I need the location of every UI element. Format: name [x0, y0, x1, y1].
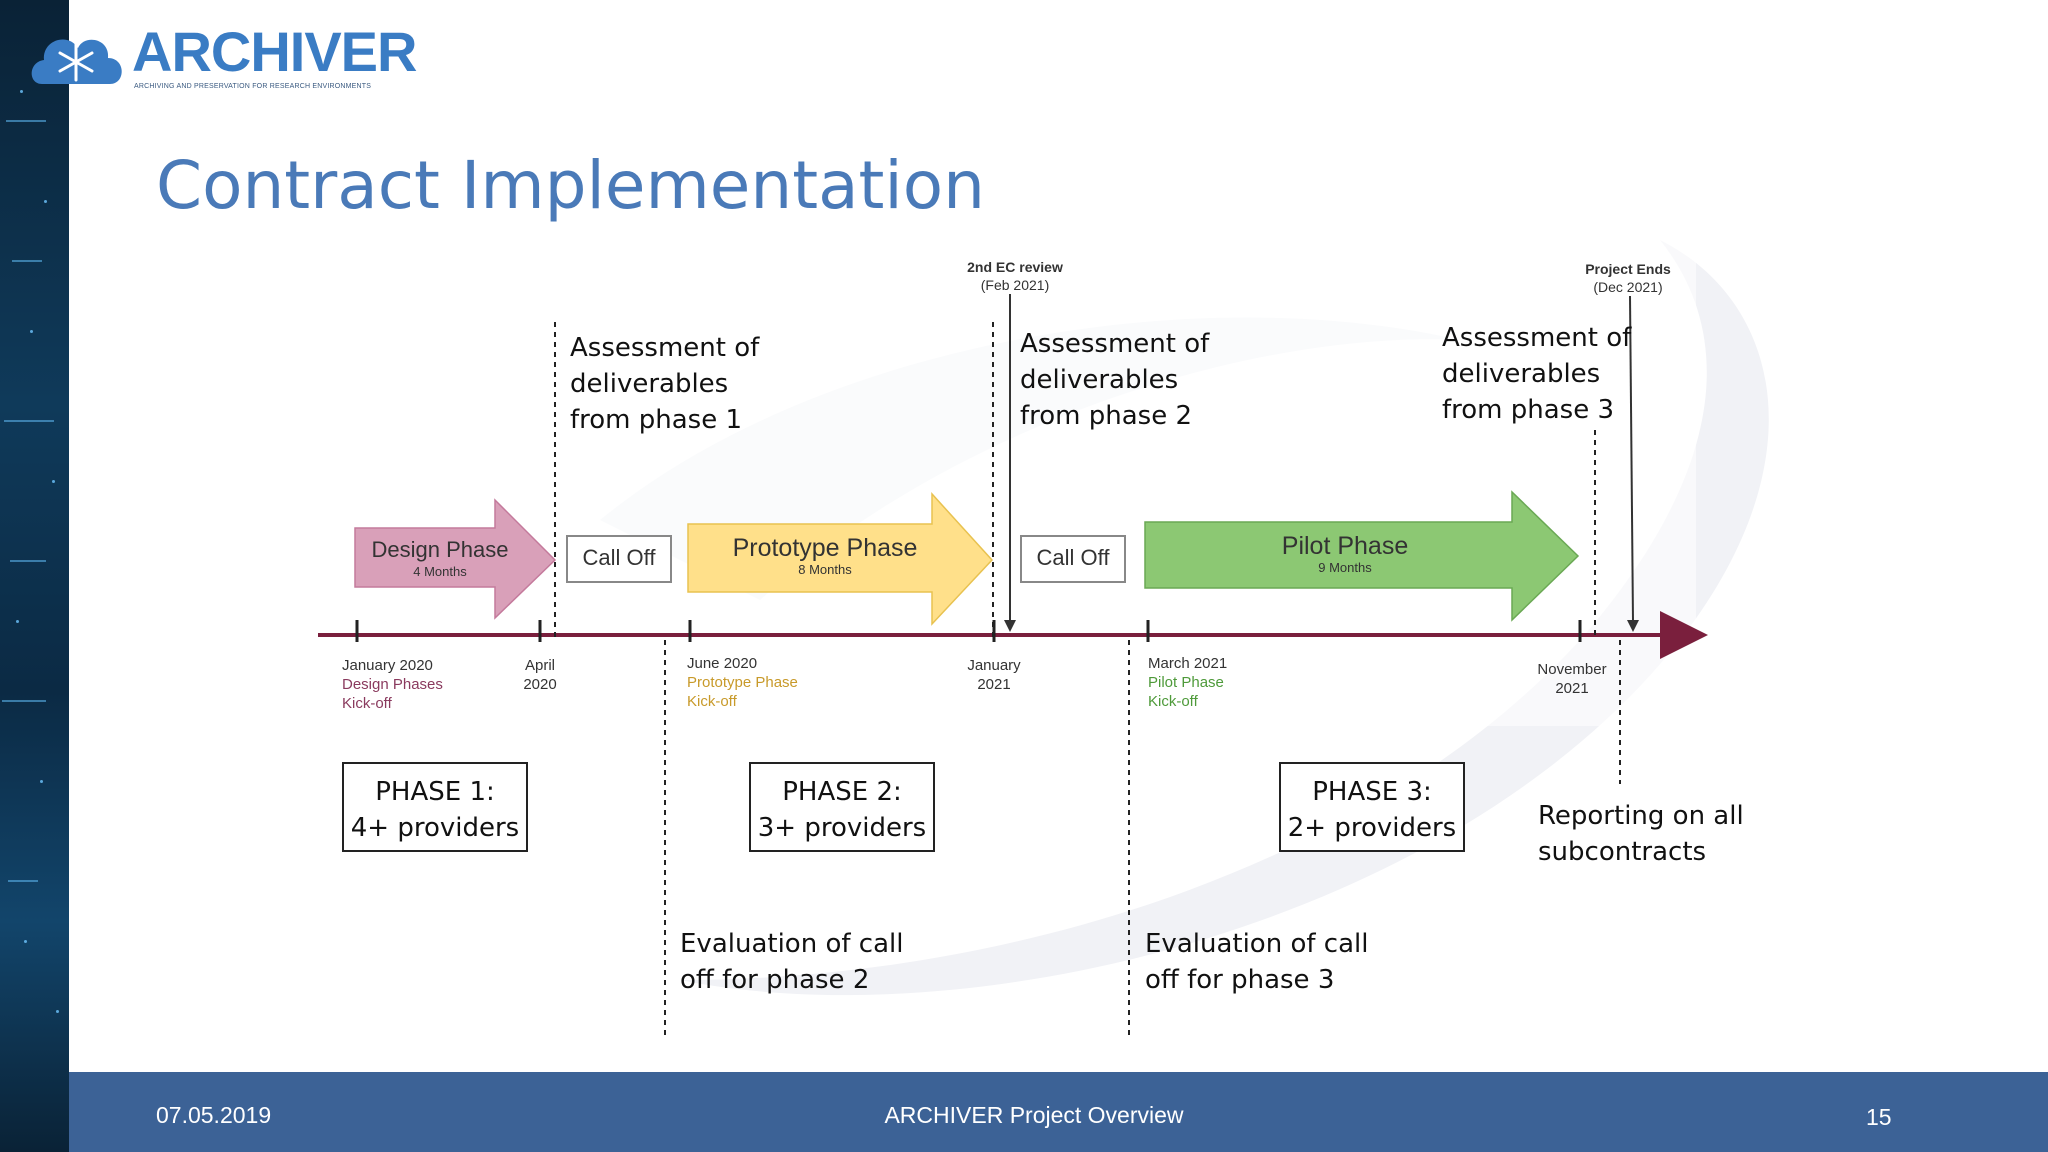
tick-label-nov-2021: November 2021 [1526, 660, 1618, 698]
assessment-note-phase-2: Assessment of deliverables from phase 2 [1020, 329, 1210, 431]
snowflake-cloud-icon [31, 39, 122, 84]
pilot-phase-label: Pilot Phase 9 Months [1145, 532, 1545, 575]
milestone-project-end-date: (Dec 2021) [1593, 279, 1663, 295]
evaluation-note-phase-3: Evaluation of call off for phase 3 [1145, 929, 1369, 995]
slide-title: Contract Implementation [156, 147, 985, 224]
tick-label-jun-2020-text: June 2020 Prototype Phase Kick-off [687, 655, 798, 710]
tick-label-jan-2021: January 2021 [956, 656, 1032, 694]
pilot-phase-duration: 9 Months [1318, 560, 1372, 575]
tick-label-apr-2020: April 2020 [512, 656, 568, 694]
footer-bar [69, 1072, 2048, 1152]
call-off-box-2: Call Off [1020, 535, 1126, 583]
phase-1-box: PHASE 1: 4+ providers [342, 762, 528, 852]
footer-date: 07.05.2019 [156, 1102, 272, 1128]
milestone-project-end-title: Project Ends [1585, 261, 1671, 277]
call-off-box-1: Call Off [566, 535, 672, 583]
logo-tagline: ARCHIVING AND PRESERVATION FOR RESEARCH … [134, 83, 372, 90]
assessment-note-phase-1: Assessment of deliverables from phase 1 [570, 333, 760, 435]
milestone-ec-review-date: (Feb 2021) [980, 277, 1050, 293]
prototype-phase-arrow [687, 492, 994, 626]
prototype-phase-label: Prototype Phase 8 Months [688, 534, 962, 577]
tick-label-apr-2020-text: April 2020 [523, 657, 557, 693]
evaluation-note-phase-2: Evaluation of call off for phase 2 [680, 929, 904, 995]
timeline-ticks [355, 620, 1582, 642]
design-phase-duration: 4 Months [413, 564, 467, 579]
page-number: 15 [1866, 1104, 1892, 1130]
tick-label-jan-2020-text: January 2020 Design Phases Kick-off [342, 657, 443, 712]
tick-label-jun-2020: June 2020 Prototype Phase Kick-off [687, 654, 847, 711]
reporting-note: Reporting on all subcontracts [1538, 801, 1744, 867]
pilot-phase-name: Pilot Phase [1281, 532, 1409, 560]
logo-wordmark: ARCHIVER [132, 20, 417, 83]
milestone-arrow-project-end [1627, 295, 1639, 632]
tick-label-nov-2021-text: November 2021 [1537, 661, 1607, 697]
footer-title: ARCHIVER Project Overview [884, 1102, 1184, 1128]
milestone-project-end: Project Ends (Dec 2021) [1556, 260, 1700, 296]
pilot-phase-arrow [1144, 490, 1580, 622]
archiver-logo: ARCHIVER ARCHIVING AND PRESERVATION FOR … [28, 14, 417, 99]
milestone-arrow-ec-review [1004, 294, 1016, 632]
tick-label-jan-2020: January 2020 Design Phases Kick-off [342, 656, 502, 713]
design-phase-arrow [354, 498, 557, 620]
prototype-phase-name: Prototype Phase [732, 534, 918, 562]
tick-label-mar-2021: March 2021 Pilot Phase Kick-off [1148, 654, 1308, 711]
tick-label-mar-2021-text: March 2021 Pilot Phase Kick-off [1148, 655, 1228, 710]
phase-2-box: PHASE 2: 3+ providers [749, 762, 935, 852]
dashed-separators [554, 322, 1621, 1040]
side-decoration-strip [0, 0, 69, 1152]
milestone-ec-review: 2nd EC review (Feb 2021) [940, 258, 1090, 294]
prototype-phase-duration: 8 Months [798, 562, 852, 577]
assessment-note-phase-3: Assessment of deliverables from phase 3 [1442, 323, 1632, 425]
design-phase-label: Design Phase 4 Months [355, 536, 525, 579]
milestone-ec-review-title: 2nd EC review [967, 259, 1063, 275]
tick-label-jan-2021-text: January 2021 [967, 657, 1021, 693]
phase-3-box: PHASE 3: 2+ providers [1279, 762, 1465, 852]
design-phase-name: Design Phase [371, 537, 509, 562]
